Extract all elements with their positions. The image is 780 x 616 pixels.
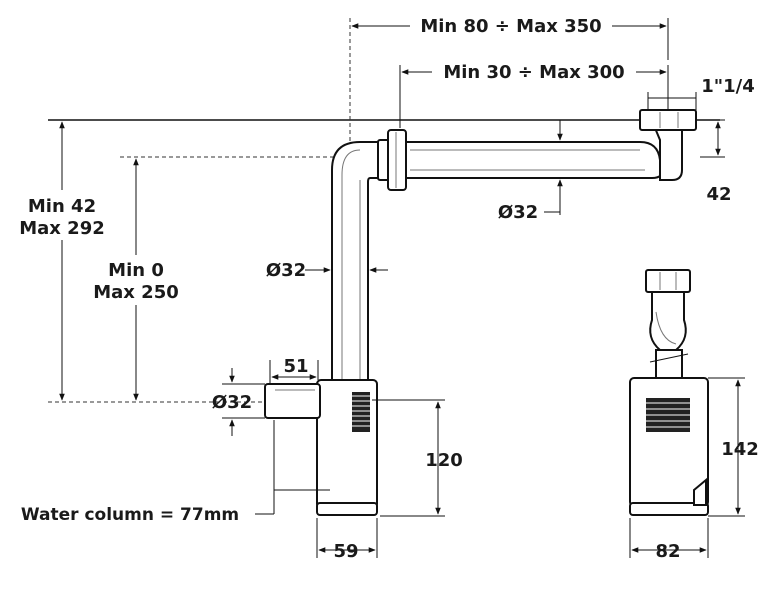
siphon-pipe-assembly [264,109,697,516]
inner-min-label: Min 0 [108,260,164,281]
side-width-label: 82 [655,541,680,562]
trap-height-label: 120 [425,450,463,471]
thread-size-label: 1"1/4 [701,76,755,97]
inner-max-label: Max 250 [93,282,179,303]
inlet-length-label: 51 [283,356,308,377]
top-span-label: Min 80 ÷ Max 350 [420,16,601,37]
left-total-min-label: Min 42 [28,196,96,217]
outlet-diameter-label: Ø32 [498,202,538,223]
right-height-label: 42 [706,184,731,205]
left-total-max-label: Max 292 [19,218,105,239]
trap-width-label: 59 [333,541,358,562]
side-height-label: 142 [721,439,759,460]
vertical-diameter-label: Ø32 [266,260,306,281]
inlet-diameter-label: Ø32 [212,392,252,413]
dimension-lines [59,23,745,558]
dimension-labels: Min 80 ÷ Max 350 Min 30 ÷ Max 300 1"1/4 … [19,16,759,562]
second-span-label: Min 30 ÷ Max 300 [443,62,624,83]
siphon-side-view [629,269,709,516]
side-thread [646,398,690,432]
water-column-label: Water column = 77mm [21,505,239,525]
trap-thread [352,392,370,432]
